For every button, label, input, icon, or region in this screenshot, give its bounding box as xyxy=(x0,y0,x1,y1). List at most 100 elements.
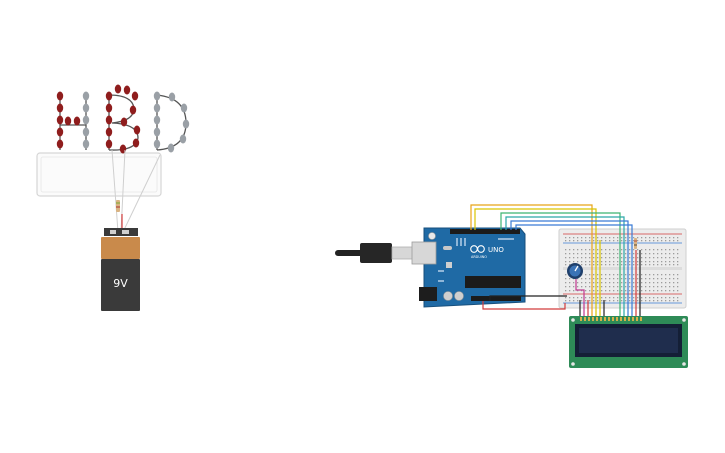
breadboard-hole xyxy=(673,290,675,292)
breadboard-hole xyxy=(629,274,631,276)
breadboard-hole xyxy=(609,297,611,299)
letter-b-leds[interactable] xyxy=(105,84,141,154)
breadboard-hole xyxy=(665,249,667,251)
breadboard-hole xyxy=(597,290,599,292)
resistor[interactable] xyxy=(116,200,120,212)
breadboard-hole xyxy=(613,274,615,276)
breadboard-hole xyxy=(609,240,611,242)
breadboard-hole xyxy=(593,261,595,263)
breadboard-hole xyxy=(593,300,595,302)
breadboard-hole xyxy=(629,257,631,259)
breadboard-hole xyxy=(665,290,667,292)
breadboard-hole xyxy=(589,290,591,292)
breadboard-hole xyxy=(581,240,583,242)
usb-cable[interactable] xyxy=(335,243,415,263)
arduino-uno-board[interactable]: UNO ARDUINO xyxy=(411,227,526,308)
breadboard-hole xyxy=(569,257,571,259)
breadboard-hole xyxy=(617,240,619,242)
arduino-logo-text: ARDUINO xyxy=(471,255,487,259)
breadboard-hole xyxy=(573,257,575,259)
breadboard-hole xyxy=(573,286,575,288)
breadboard-hole xyxy=(613,290,615,292)
potentiometer-knob[interactable] xyxy=(567,263,583,279)
breadboard-hole xyxy=(581,257,583,259)
battery-voltage-label: 9V xyxy=(113,277,128,290)
breadboard-hole xyxy=(653,290,655,292)
breadboard-hole xyxy=(637,257,639,259)
breadboard-hole xyxy=(565,282,567,284)
breadboard-hole xyxy=(621,274,623,276)
breadboard-hole xyxy=(597,237,599,239)
breadboard-hole xyxy=(589,264,591,266)
breadboard-hole xyxy=(665,274,667,276)
breadboard-hole xyxy=(673,297,675,299)
letter-d-leds[interactable] xyxy=(153,91,190,153)
breadboard-hole xyxy=(617,274,619,276)
breadboard-hole xyxy=(609,282,611,284)
breadboard-hole xyxy=(617,300,619,302)
breadboard-hole xyxy=(669,274,671,276)
breadboard-hole xyxy=(673,249,675,251)
breadboard-hole xyxy=(577,257,579,259)
breadboard-hole xyxy=(589,253,591,255)
breadboard-hole xyxy=(601,282,603,284)
breadboard-hole xyxy=(677,237,679,239)
breadboard-hole xyxy=(625,297,627,299)
breadboard-hole xyxy=(585,253,587,255)
breadboard-hole xyxy=(565,300,567,302)
breadboard-hole xyxy=(609,261,611,263)
breadboard-hole xyxy=(609,278,611,280)
hbd-led-sign[interactable] xyxy=(36,84,190,233)
letter-h-leds[interactable] xyxy=(56,91,90,151)
breadboard-hole xyxy=(633,264,635,266)
breadboard-hole xyxy=(621,257,623,259)
breadboard[interactable] xyxy=(558,228,687,309)
breadboard-hole xyxy=(661,278,663,280)
lcd-backlight-resistor[interactable] xyxy=(634,238,637,249)
breadboard-hole xyxy=(641,286,643,288)
breadboard-hole xyxy=(577,237,579,239)
breadboard-hole xyxy=(569,286,571,288)
breadboard-hole xyxy=(565,274,567,276)
breadboard-hole xyxy=(629,286,631,288)
breadboard-hole xyxy=(569,300,571,302)
breadboard-hole xyxy=(649,237,651,239)
breadboard-hole xyxy=(573,240,575,242)
breadboard-hole xyxy=(569,297,571,299)
breadboard-hole xyxy=(605,249,607,251)
breadboard-hole xyxy=(653,237,655,239)
jumper-wires[interactable] xyxy=(470,204,641,318)
breadboard-hole xyxy=(589,261,591,263)
breadboard-hole xyxy=(589,286,591,288)
breadboard-hole xyxy=(593,257,595,259)
breadboard-hole xyxy=(633,286,635,288)
breadboard-hole xyxy=(601,286,603,288)
breadboard-hole xyxy=(617,249,619,251)
breadboard-hole xyxy=(613,253,615,255)
breadboard-hole xyxy=(637,237,639,239)
breadboard-hole xyxy=(613,237,615,239)
breadboard-hole xyxy=(653,264,655,266)
breadboard-hole xyxy=(605,282,607,284)
breadboard-hole xyxy=(585,297,587,299)
lcd-16x2-display[interactable] xyxy=(569,316,688,368)
breadboard-hole xyxy=(609,286,611,288)
breadboard-hole xyxy=(665,237,667,239)
reset-button[interactable] xyxy=(428,232,436,240)
lcd-pin xyxy=(580,317,582,321)
breadboard-hole xyxy=(661,290,663,292)
battery-9v[interactable]: 9V xyxy=(101,228,140,311)
breadboard-hole xyxy=(649,253,651,255)
led-base-breadboard[interactable] xyxy=(36,152,162,197)
breadboard-hole xyxy=(573,282,575,284)
breadboard-hole xyxy=(633,249,635,251)
lcd-pin xyxy=(600,317,602,321)
breadboard-hole xyxy=(577,290,579,292)
breadboard-hole xyxy=(641,253,643,255)
breadboard-hole xyxy=(597,264,599,266)
breadboard-hole xyxy=(621,282,623,284)
breadboard-hole xyxy=(649,290,651,292)
breadboard-hole xyxy=(589,282,591,284)
breadboard-hole xyxy=(617,253,619,255)
